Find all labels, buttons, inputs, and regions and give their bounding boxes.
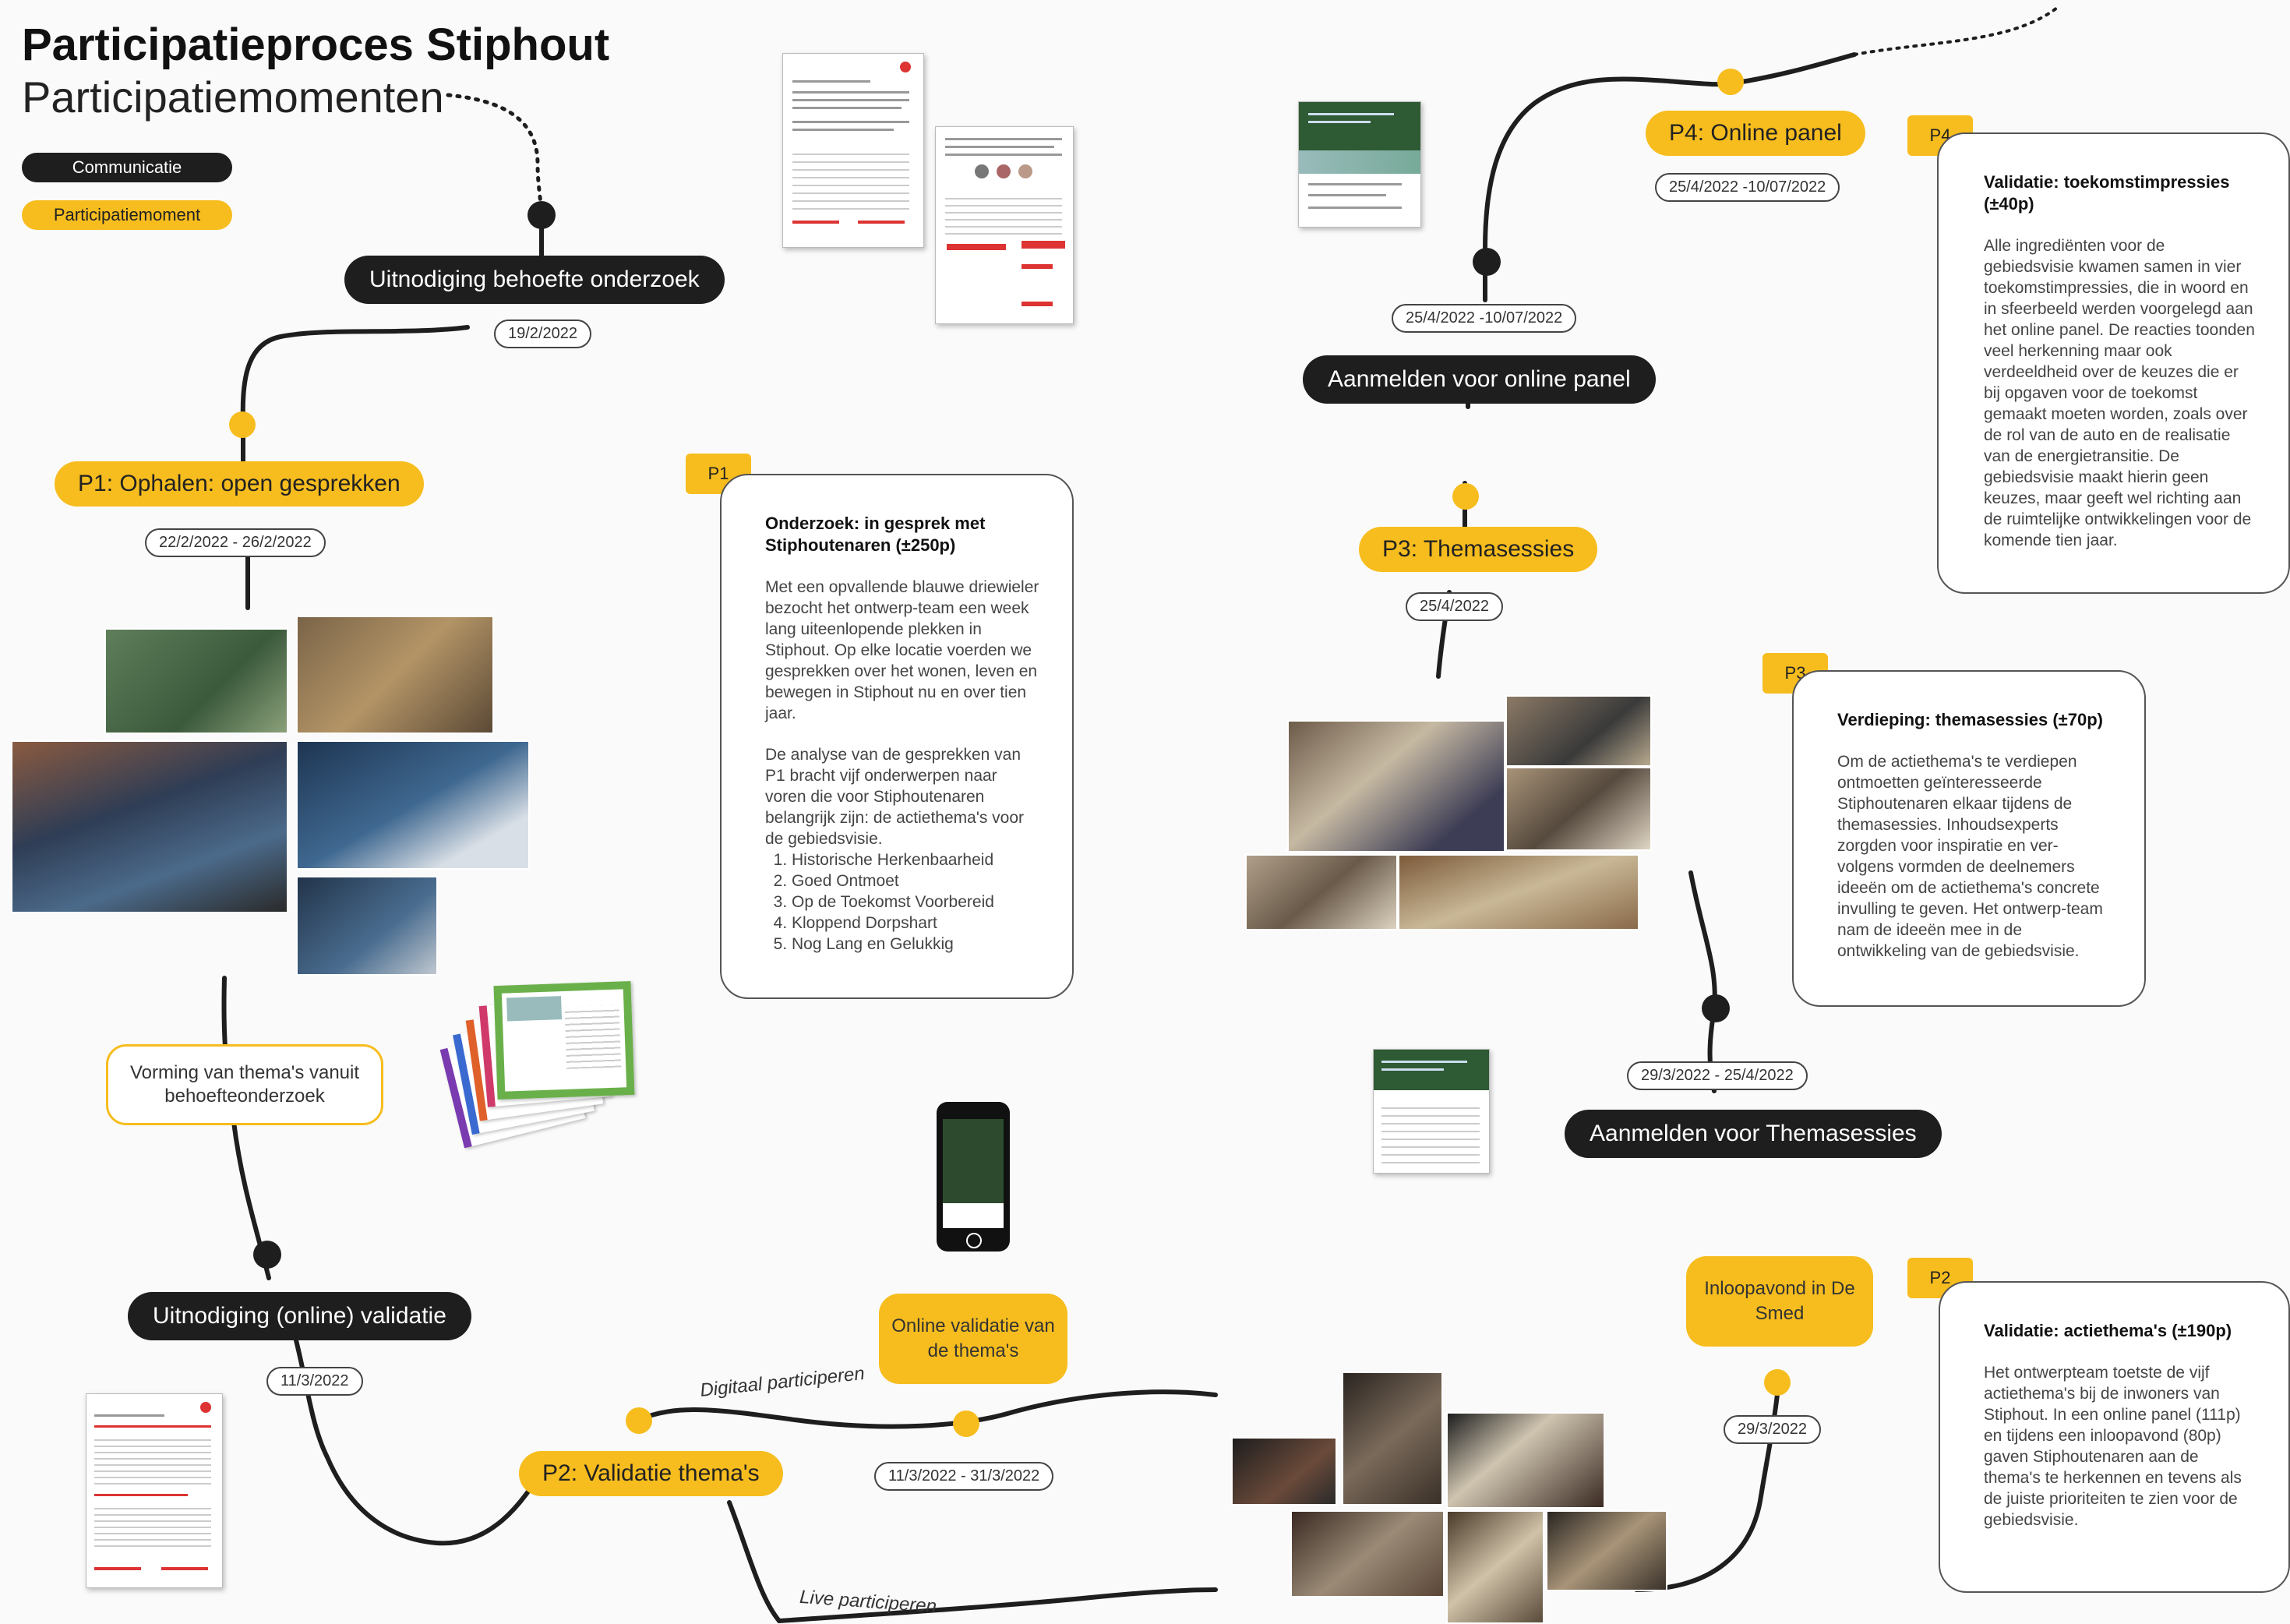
list-item: Goed Ontmoet	[792, 870, 1041, 891]
path-node	[229, 411, 256, 438]
form-online-panel	[1298, 101, 1421, 228]
date-aanmelden-panel: 25/4/2022 -10/07/2022	[1392, 304, 1577, 333]
list-item: Op de Toekomst Voorbereid	[792, 891, 1041, 913]
photo-themasessie-3	[1505, 767, 1652, 851]
step-p2: P2: Validatie thema's	[519, 1451, 783, 1496]
date-inloopavond: 29/3/2022	[1724, 1415, 1821, 1444]
form-themasessies	[1373, 1049, 1490, 1174]
photo-inloop-3	[1446, 1412, 1605, 1509]
photo-tricycle	[11, 740, 288, 913]
step-p1: P1: Ophalen: open gesprekken	[55, 461, 424, 507]
step-aanmelden-themasessies: Aanmelden voor Themasessies	[1565, 1110, 1942, 1158]
path-node	[1473, 248, 1501, 276]
path-node	[528, 201, 556, 229]
page-title: Participatieproces Stiphout	[22, 19, 610, 70]
card-p2: Validatie: actiethema's (±190p) Het ontw…	[1939, 1281, 2290, 1593]
date-p1: 22/2/2022 - 26/2/2022	[145, 528, 326, 557]
photo-signboard	[296, 740, 530, 870]
card-p1-heading: Onderzoek: in gesprek met Stiphoutenaren…	[765, 514, 986, 555]
photo-map-table	[104, 628, 288, 734]
letter-invitation-2	[935, 126, 1074, 324]
box-inloopavond: Inloopavond in De Smed	[1686, 1256, 1873, 1347]
photo-inloop-5	[1446, 1510, 1544, 1624]
photo-person	[296, 876, 438, 976]
legend-communication: Communicatie	[22, 153, 232, 182]
photo-themasessie-1	[1287, 720, 1505, 853]
path-node	[253, 1241, 281, 1269]
step-p3: P3: Themasessies	[1359, 527, 1598, 572]
photo-themasessie-4	[1245, 854, 1398, 930]
date-uitnodiging-behoefte: 19/2/2022	[494, 320, 591, 348]
path-node	[626, 1407, 652, 1434]
photo-inloop-1	[1231, 1437, 1337, 1506]
list-item: Nog Lang en Gelukkig	[792, 934, 1041, 955]
card-p3-heading: Verdieping: themasessies (±70p)	[1837, 710, 2103, 729]
photo-map-hand	[296, 616, 494, 734]
path-node	[1702, 994, 1730, 1022]
card-p4: Validatie: toekomstimpressies (±40p) All…	[1937, 132, 2290, 594]
date-p4: 25/4/2022 -10/07/2022	[1655, 173, 1840, 202]
step-p4: P4: Online panel	[1646, 111, 1865, 156]
photo-themasessie-2	[1505, 695, 1652, 767]
card-p1-para1: Met een opvallende blauwe driewieler bez…	[765, 578, 1039, 722]
phone-icon	[937, 1102, 1010, 1252]
path-node	[1717, 69, 1744, 95]
page-subtitle: Participatiemomenten	[22, 72, 444, 122]
date-aanmelden-themasessies: 29/3/2022 - 25/4/2022	[1627, 1061, 1808, 1090]
path-node	[1764, 1369, 1791, 1396]
photo-inloop-2	[1342, 1372, 1443, 1506]
list-item: Kloppend Dorpshart	[792, 913, 1041, 934]
photo-inloop-4	[1290, 1510, 1445, 1598]
card-p1-para2: De analyse van de gesprekken van P1 brac…	[765, 746, 1025, 848]
step-uitnodiging-behoefte: Uitnodiging behoefte onderzoek	[344, 256, 725, 304]
legend-participation: Participatiemoment	[22, 200, 232, 230]
card-p2-para1: Het ontwerpteam toetste de vijf actiethe…	[1984, 1364, 2242, 1529]
letter-invitation-1	[782, 53, 924, 248]
date-uitnodiging-validatie: 11/3/2022	[266, 1367, 363, 1396]
card-stack-5	[493, 980, 635, 1100]
date-p3: 25/4/2022	[1406, 592, 1503, 621]
step-aanmelden-panel: Aanmelden voor online panel	[1303, 355, 1656, 404]
card-p4-para1: Alle ingrediënten voor de gebiedsvisie k…	[1984, 237, 2255, 549]
path-node	[953, 1410, 979, 1437]
step-uitnodiging-validatie: Uitnodiging (online) validatie	[128, 1292, 471, 1340]
card-p3: Verdieping: themasessies (±70p) Om de ac…	[1792, 670, 2146, 1007]
box-vorming-themas: Vorming van thema's vanuit behoefteonder…	[106, 1044, 383, 1125]
letter-validation	[86, 1393, 223, 1588]
date-p2: 11/3/2022 - 31/3/2022	[874, 1462, 1054, 1491]
card-p1: Onderzoek: in gesprek met Stiphoutenaren…	[720, 474, 1074, 999]
card-p3-para1: Om de actiethema's te verdiepen ontmoett…	[1837, 753, 2103, 960]
card-p2-heading: Validatie: actiethema's (±190p)	[1984, 1321, 2232, 1340]
box-online-validatie: Online validatie van de thema's	[879, 1294, 1067, 1384]
card-p1-list: Historische Herkenbaarheid Goed Ontmoet …	[765, 849, 1041, 955]
photo-inloop-6	[1546, 1510, 1667, 1591]
list-item: Historische Herkenbaarheid	[792, 849, 1041, 870]
photo-themasessie-5	[1398, 854, 1639, 930]
card-p4-heading: Validatie: toekomstimpressies (±40p)	[1984, 172, 2230, 214]
path-node	[1452, 483, 1479, 510]
